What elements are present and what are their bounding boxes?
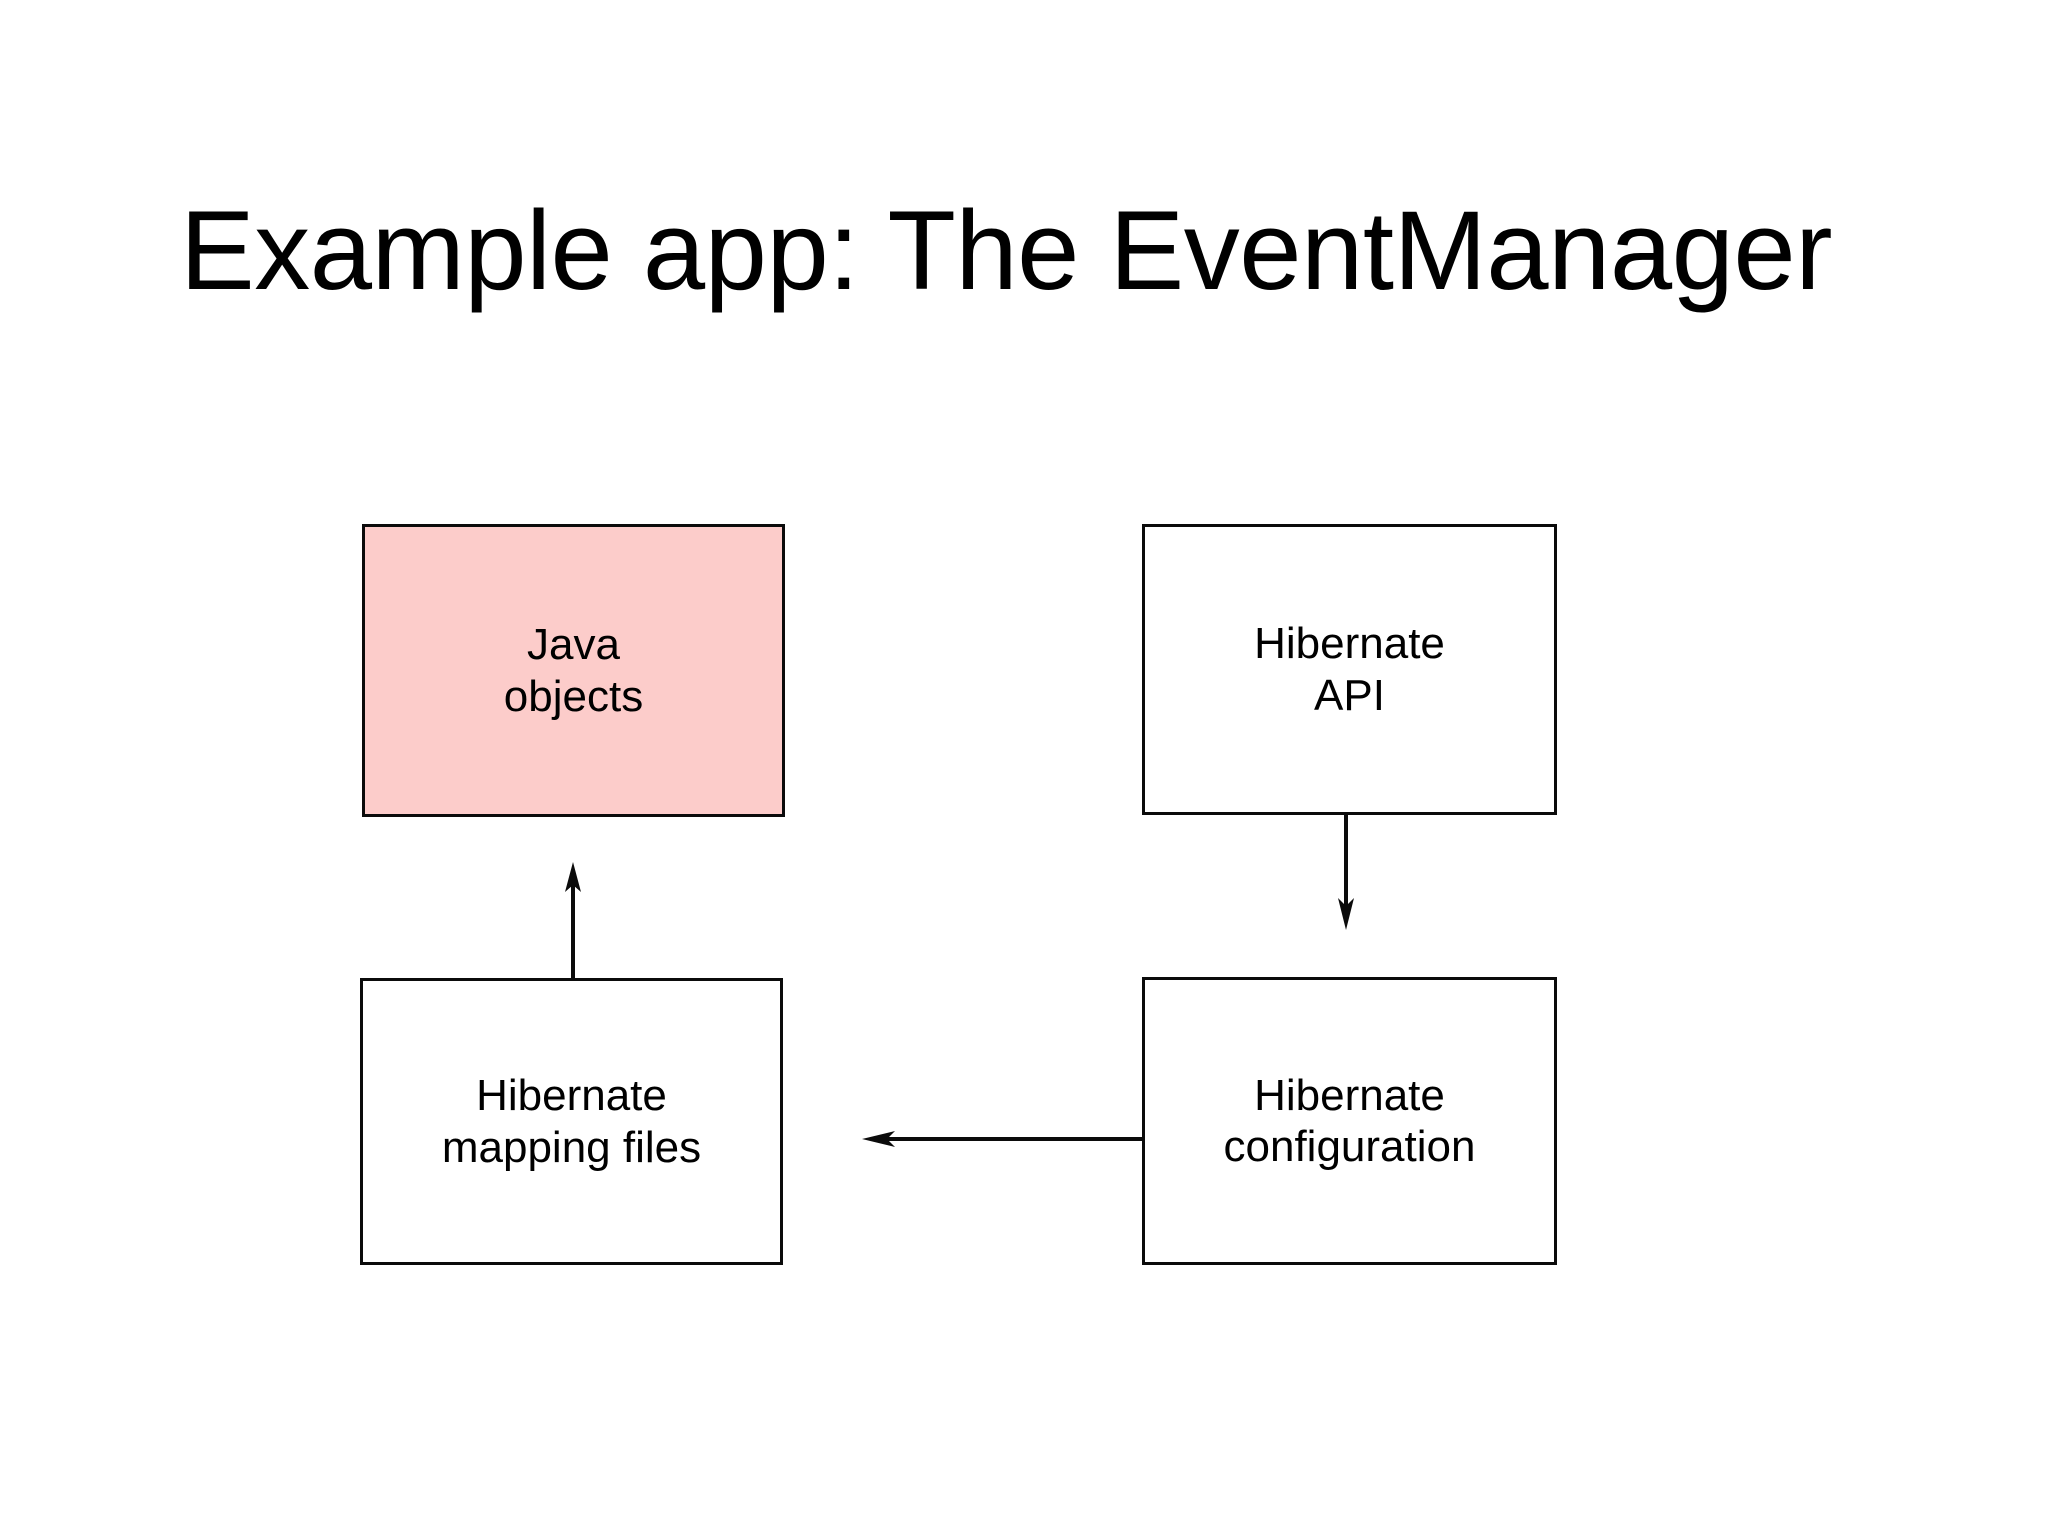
diagram-node-label: Java objects (503, 620, 644, 721)
diagram-node-label: Hibernate configuration (1223, 1070, 1476, 1171)
connector-configuration-to-mapping-files (862, 1131, 1142, 1147)
page-title: Example app: The EventManager (180, 188, 1833, 314)
connector-mapping-files-to-java-objects (565, 862, 581, 978)
diagram-node-java-objects[interactable]: Java objects (362, 524, 785, 817)
diagram-node-label: Hibernate mapping files (441, 1071, 702, 1172)
diagram-node-hibernate-api[interactable]: Hibernate API (1142, 524, 1557, 815)
connector-hibernate-api-to-configuration (1338, 815, 1354, 930)
diagram-node-label: Hibernate API (1254, 619, 1445, 720)
diagram-node-hibernate-mapping-files[interactable]: Hibernate mapping files (360, 978, 783, 1265)
diagram-node-hibernate-configuration[interactable]: Hibernate configuration (1142, 977, 1557, 1265)
